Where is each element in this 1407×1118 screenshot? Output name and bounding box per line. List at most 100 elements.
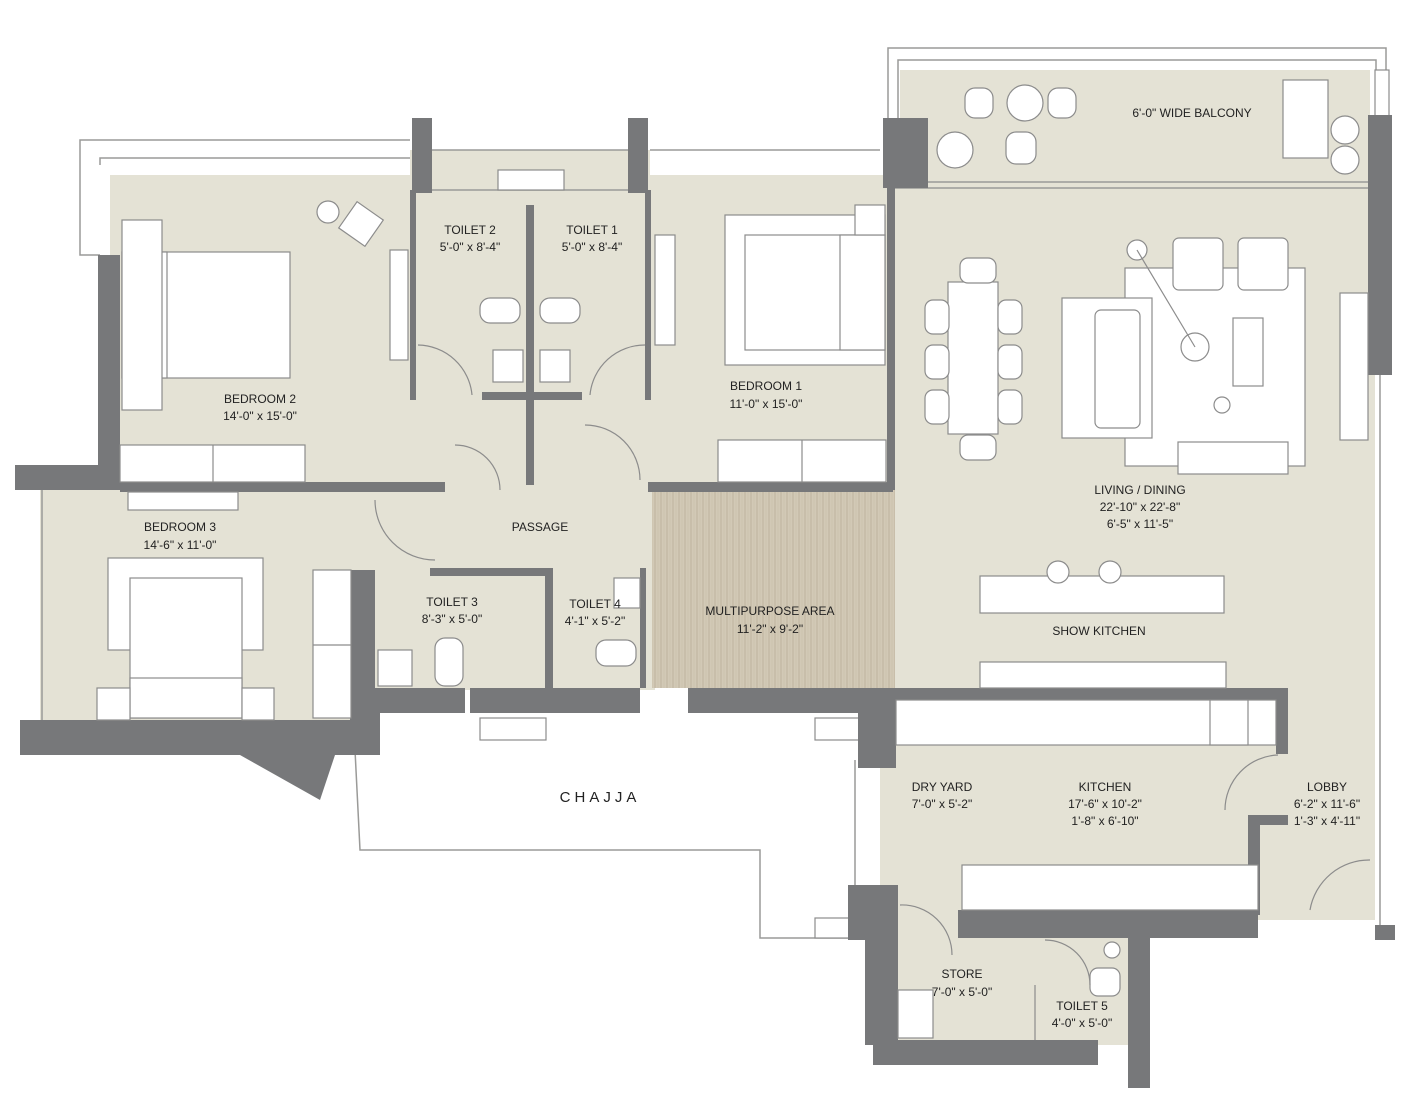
living-console — [1339, 292, 1369, 441]
toilet3-label: TOILET 3 — [426, 595, 478, 609]
bedroom1-dim: 11'-0" x 15'-0" — [730, 397, 803, 411]
balcony-label: 6'-0" WIDE BALCONY — [1132, 106, 1251, 120]
wall-bed3-bottom — [20, 570, 380, 800]
door-swing — [417, 344, 473, 396]
toilet5-label: TOILET 5 — [1056, 999, 1108, 1013]
wall-toilets-mid — [526, 205, 534, 485]
toilet1-label: TOILET 1 — [566, 223, 618, 237]
wall-toilet3-bottom — [375, 688, 465, 713]
toilet4-label: TOILET 4 — [569, 597, 621, 611]
toilet3-wc — [434, 637, 464, 687]
toilet4-wc — [595, 639, 637, 667]
wall-store-left-2 — [865, 935, 898, 1045]
door-swing — [899, 904, 953, 956]
door-swing — [1224, 754, 1279, 811]
passage-label: PASSAGE — [512, 520, 568, 534]
bar-stool — [1098, 560, 1122, 584]
door-swing — [589, 344, 646, 396]
bedroom2-dim: 14'-0" x 15'-0" — [223, 409, 297, 423]
wall-bed2-bottom — [120, 482, 445, 492]
dining-chair — [924, 389, 950, 425]
door-swing — [1309, 859, 1371, 911]
bedroom2-window-inner — [99, 157, 410, 165]
plant-icon — [1330, 145, 1360, 175]
balcony-chair — [1005, 131, 1037, 165]
wall-store-left — [848, 885, 898, 940]
labels: 6'-0" WIDE BALCONY TOILET 2 5'-0" x 8'-4… — [144, 106, 1361, 1030]
bedside — [854, 204, 886, 236]
living-rug — [1124, 267, 1306, 467]
toilet1-basin — [539, 349, 571, 383]
showkitchen-label: SHOW KITCHEN — [1052, 624, 1145, 638]
toilet2-basin — [492, 349, 524, 383]
toilet1-wc — [539, 297, 581, 324]
door-swing — [1044, 939, 1091, 986]
balcony-lounger — [1282, 79, 1329, 159]
balcony-table — [1006, 84, 1044, 122]
toilet1-dim: 5'-0" x 8'-4" — [562, 240, 622, 254]
dining-chair — [959, 257, 997, 284]
kitchen-dim1: 17'-6" x 10'-2" — [1068, 797, 1142, 811]
wall-toilet4-bottom — [470, 688, 640, 713]
armchair — [1172, 237, 1224, 291]
door-swing — [454, 444, 501, 491]
dryyard-label: DRY YARD — [912, 780, 973, 794]
balcony-chair — [964, 87, 994, 119]
bedroom3-dim: 14'-6" x 11'-0" — [144, 538, 217, 552]
living-dim2: 6'-5" x 11'-5" — [1107, 517, 1173, 531]
dining-chair — [959, 434, 997, 461]
kitchen-counter-bottom — [961, 864, 1259, 911]
multipurpose-floor — [652, 490, 895, 688]
multipurpose-label: MULTIPURPOSE AREA — [705, 604, 834, 618]
toilet2-dim: 5'-0" x 8'-4" — [440, 240, 500, 254]
wall-kitchen-corner — [858, 690, 896, 768]
toilet2-label: TOILET 2 — [444, 223, 496, 237]
wall-toilet1-right — [645, 190, 651, 400]
door-swing — [374, 499, 436, 561]
side-table — [1213, 396, 1231, 414]
wall-kitchen-right — [1276, 688, 1288, 754]
wall-toilet5-right — [1128, 938, 1150, 1088]
living-dim1: 22'-10" x 22'-8" — [1100, 500, 1180, 514]
lobby-label: LOBBY — [1307, 780, 1347, 794]
side-table — [316, 200, 340, 224]
fridge — [1209, 699, 1249, 746]
dining-chair — [997, 299, 1023, 335]
show-kitchen-counter — [979, 661, 1227, 689]
wall-lobby-ledge — [1248, 815, 1288, 825]
furniture — [96, 79, 1369, 1040]
wall-balcony-pillar — [883, 118, 928, 188]
toilet2-wc — [479, 297, 521, 324]
store-shelf — [897, 989, 934, 1039]
wall-toilet2-left — [410, 190, 416, 400]
bedside — [241, 687, 275, 721]
wall-bed2-left — [98, 255, 120, 485]
multipurpose-dim: 11'-2" x 9'-2" — [737, 622, 803, 636]
dining-chair — [997, 344, 1023, 380]
bedroom3-label: BEDROOM 3 — [144, 520, 216, 534]
toilet3-basin — [377, 649, 413, 687]
wall-toilet-pillar-left — [412, 118, 432, 193]
toilet5-basin — [1103, 941, 1121, 959]
tv-unit — [127, 491, 239, 511]
bedroom1-label: BEDROOM 1 — [730, 379, 802, 393]
wall-bed1-bottom — [648, 482, 893, 492]
bedroom2-label: BEDROOM 2 — [224, 392, 296, 406]
toilet3-dim: 8'-3" x 5'-0" — [422, 612, 482, 626]
dining-chair — [924, 344, 950, 380]
dryyard-dim: 7'-0" x 5'-2" — [912, 797, 972, 811]
door-swing — [584, 424, 641, 481]
bedside — [96, 687, 131, 721]
doors — [374, 344, 1371, 986]
tv-unit — [389, 249, 409, 361]
store-window — [814, 917, 851, 939]
armchair — [337, 200, 385, 248]
toilet4-dim: 4'-1" x 5'-2" — [565, 614, 625, 628]
wall-bed2-corner — [15, 465, 120, 490]
wall-living-right — [1368, 115, 1392, 375]
bar-stool — [1046, 560, 1070, 584]
lamp-arm — [1136, 249, 1196, 348]
living-label: LIVING / DINING — [1094, 483, 1185, 497]
plant-icon — [1330, 115, 1360, 145]
